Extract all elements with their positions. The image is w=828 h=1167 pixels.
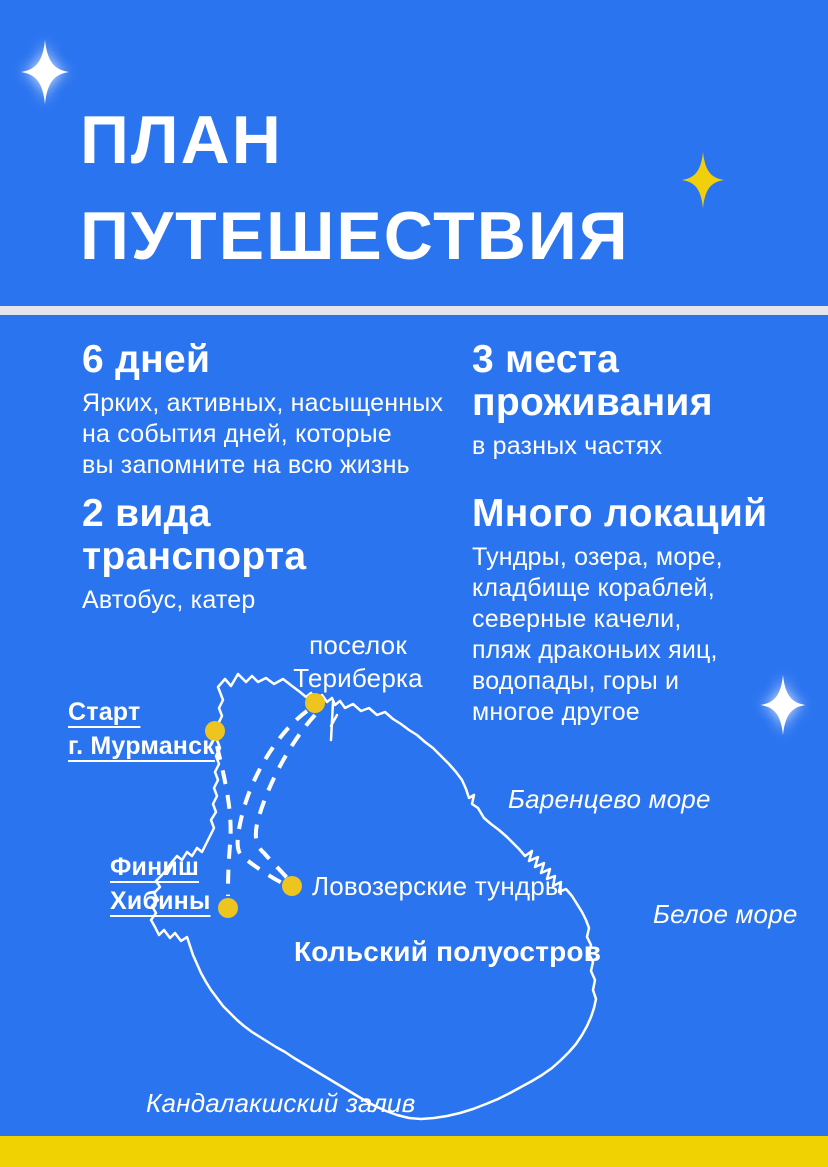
stat-days-heading: 6 дней xyxy=(82,338,211,381)
stat-locations: Много локаций Тундры, озера, море, кладб… xyxy=(472,492,812,728)
stat-stays: 3 места проживания в разных частях xyxy=(472,338,812,462)
stat-days: 6 дней Ярких, активных, насыщенных на со… xyxy=(82,338,472,481)
marker-dot-khibiny xyxy=(218,898,238,918)
route-murmansk-khibiny xyxy=(215,745,233,897)
marker-dot-murmansk xyxy=(205,721,225,741)
label-lovozero-tundry: Ловозерские тундры xyxy=(312,871,564,901)
label-start-murmansk: Старт г. Мурманск xyxy=(68,698,215,760)
sparkle-icon xyxy=(760,675,806,735)
label-teriberka: поселок Териберка xyxy=(293,630,423,693)
stat-locations-heading: Много локаций xyxy=(472,492,768,535)
stat-transport: 2 вида транспорта Автобус, катер xyxy=(82,492,472,616)
page-title: ПЛАН ПУТЕШЕСТВИЯ xyxy=(80,92,780,284)
marker-dot-lovozero xyxy=(282,876,302,896)
title-line-2: ПУТЕШЕСТВИЯ xyxy=(80,198,630,274)
title-line-1: ПЛАН xyxy=(80,102,283,178)
sparkle-icon xyxy=(682,152,724,208)
stat-transport-heading: 2 вида транспорта xyxy=(82,492,307,578)
peninsula-outline xyxy=(149,672,598,1121)
stat-stays-heading: 3 места проживания xyxy=(472,338,713,424)
label-white-sea: Белое море xyxy=(653,899,798,929)
label-kandalaksha-bay: Кандалакшский залив xyxy=(146,1088,416,1118)
label-barents-sea: Баренцево море xyxy=(508,784,711,814)
fjord-inlet xyxy=(329,700,339,742)
footer-accent-bar xyxy=(0,1136,828,1167)
route-teriberka-lovozero-inner xyxy=(253,713,317,881)
stat-transport-body: Автобус, катер xyxy=(82,586,256,614)
label-kola-peninsula: Кольский полуостров xyxy=(294,936,602,967)
divider-band xyxy=(0,306,828,315)
stat-locations-body: Тундры, озера, море, кладбище кораблей, … xyxy=(472,543,723,726)
marker-dot-teriberka xyxy=(305,693,325,713)
sparkle-icon xyxy=(21,40,69,104)
label-finish-khibiny: Финиш Хибины xyxy=(110,853,211,915)
stat-stays-body: в разных частях xyxy=(472,432,663,460)
stat-days-body: Ярких, активных, насыщенных на события д… xyxy=(82,389,444,479)
